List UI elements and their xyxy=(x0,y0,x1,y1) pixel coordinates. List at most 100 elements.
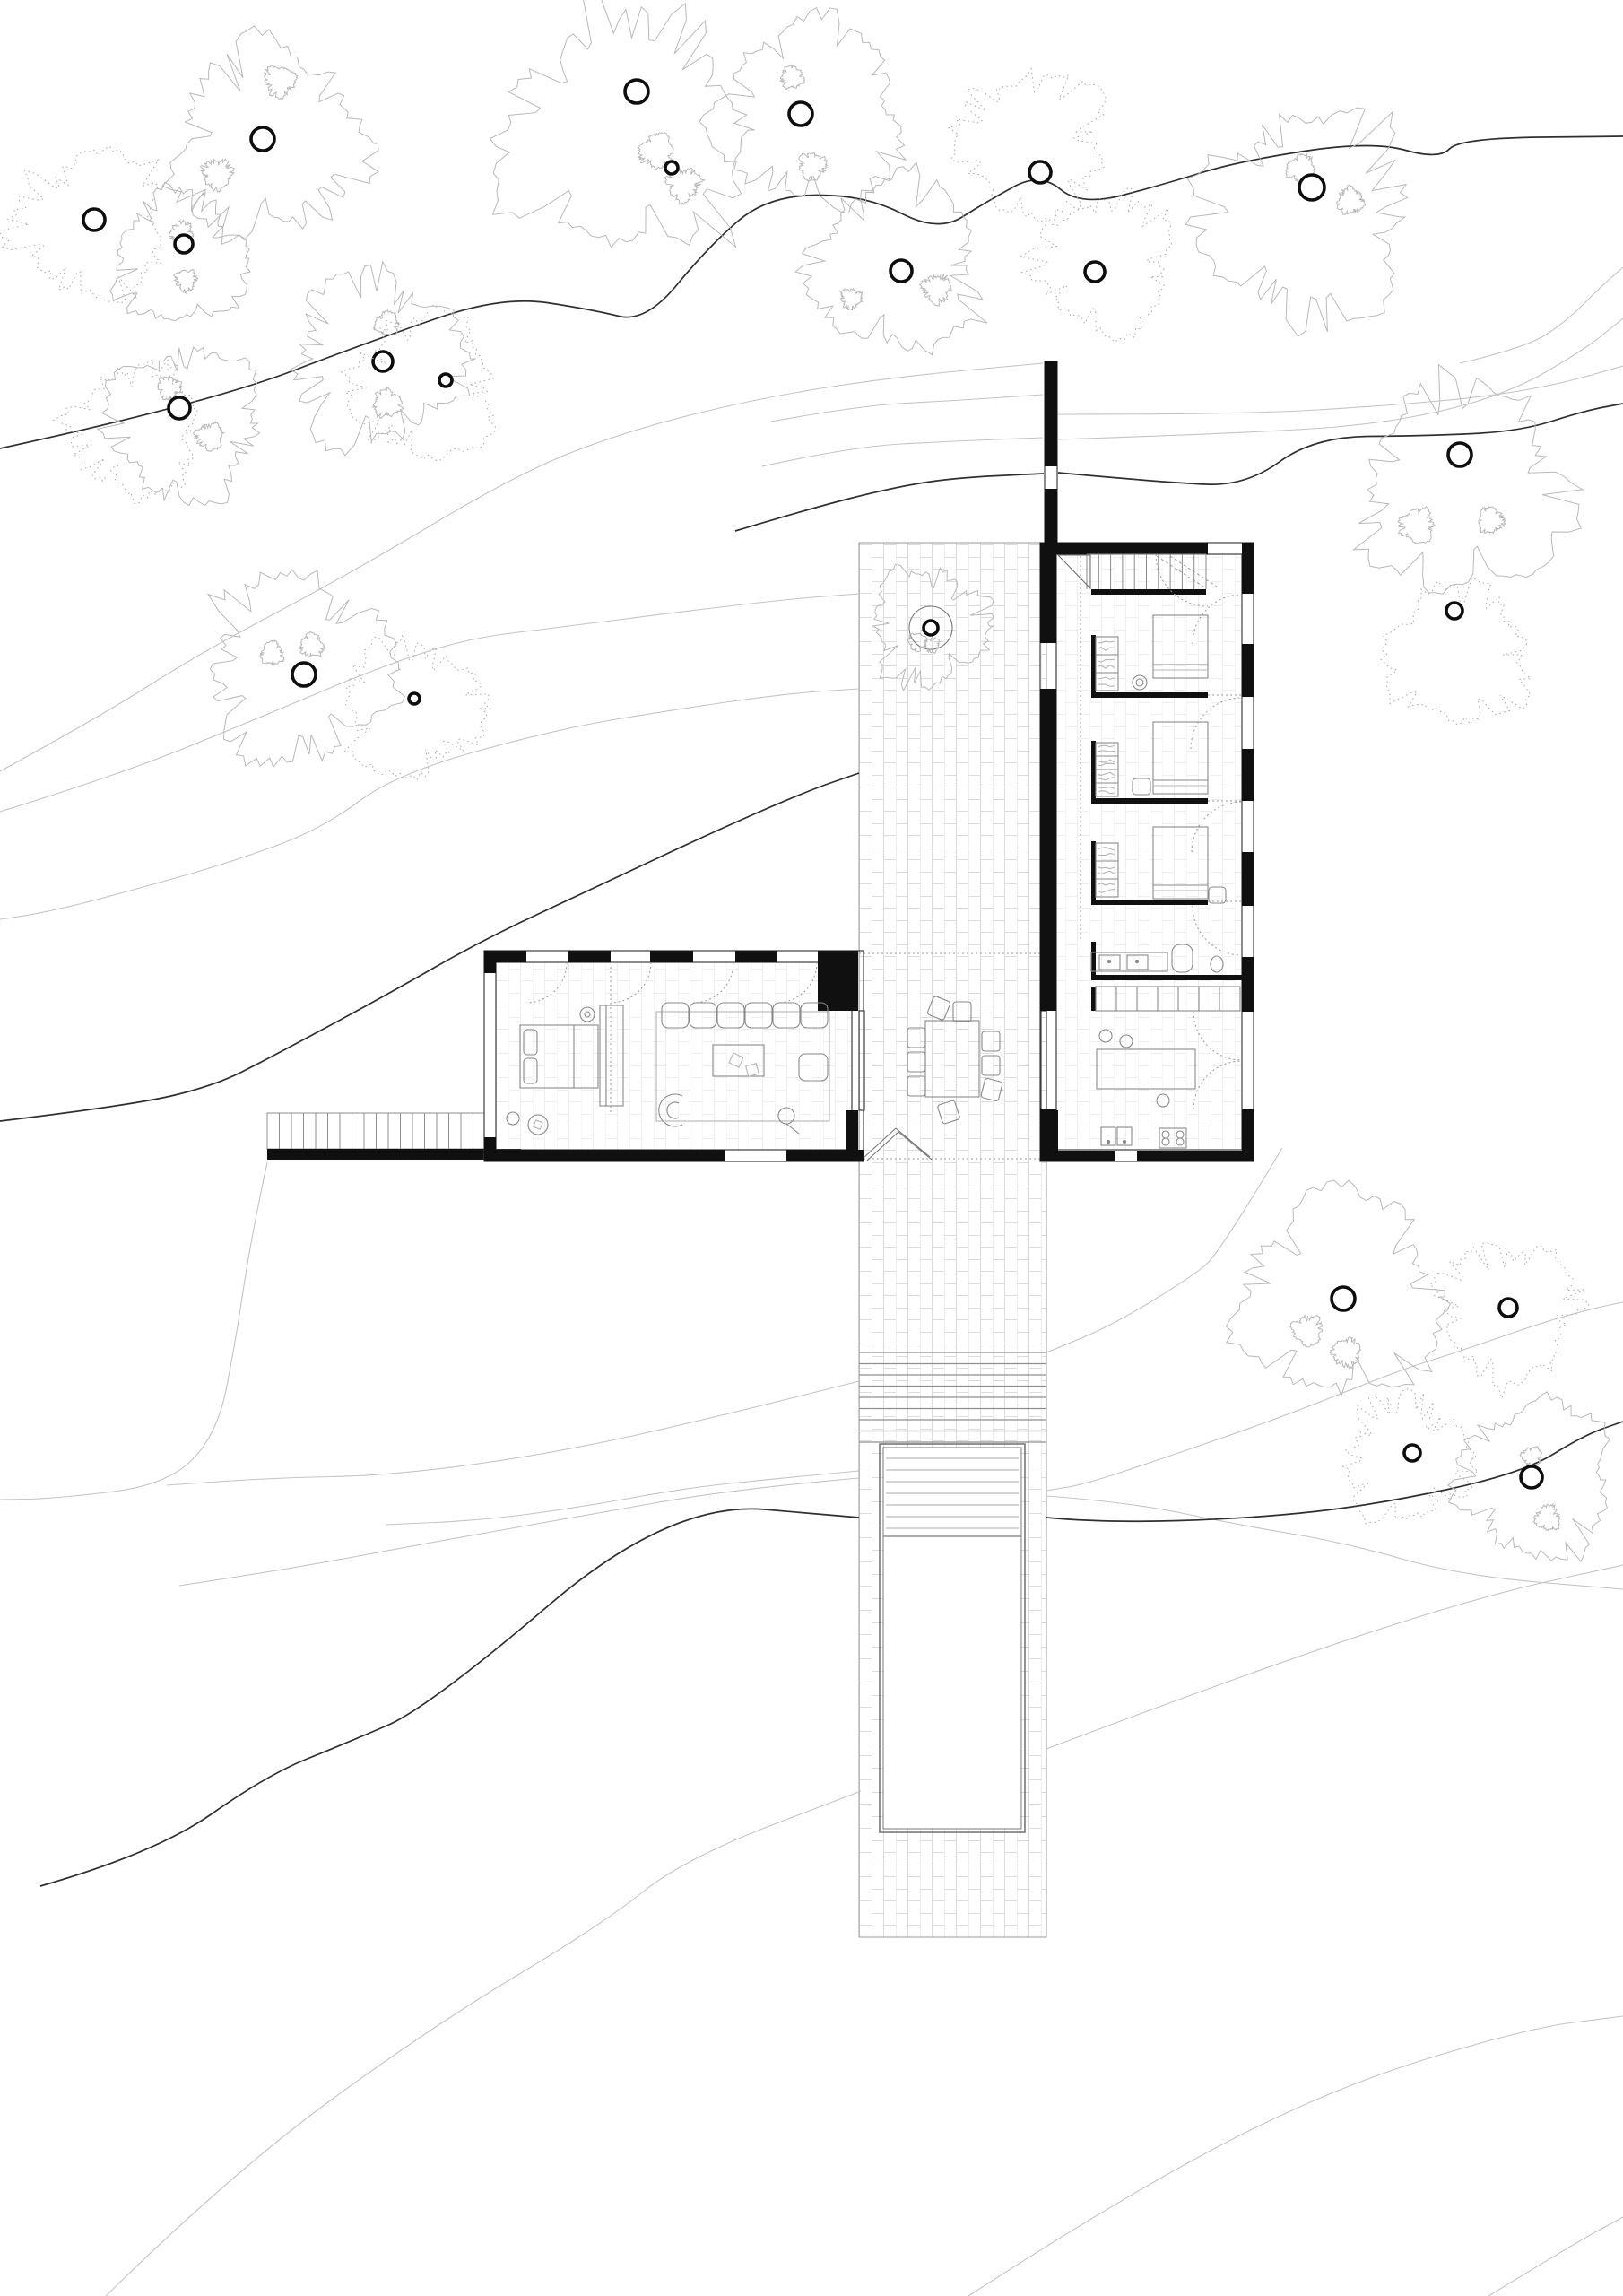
tree xyxy=(206,569,406,769)
dining-chair xyxy=(952,1001,972,1022)
tree-trunk xyxy=(1330,1285,1357,1312)
contour-line xyxy=(968,2015,1623,2296)
side-table xyxy=(527,1114,549,1135)
tree xyxy=(1351,363,1584,595)
lounge-chair xyxy=(658,1093,683,1127)
canopy-clump xyxy=(839,287,864,311)
bed xyxy=(1152,826,1209,900)
tree-trunk xyxy=(291,661,317,688)
wall-segment xyxy=(1242,852,1254,906)
wall-segment xyxy=(1058,1151,1115,1161)
tree-canopy xyxy=(52,358,199,505)
tree-canopy xyxy=(1185,107,1409,337)
wall-segment xyxy=(1242,644,1254,697)
pillow xyxy=(523,1057,538,1084)
site-line xyxy=(39,1508,860,1887)
tree-canopy xyxy=(161,25,380,246)
wardrobe-clothes-squiggle xyxy=(1097,777,1115,781)
tree-trunk xyxy=(787,100,814,127)
wardrobe-clothes-squiggle xyxy=(1097,744,1115,748)
wardrobe-clothes-squiggle xyxy=(1097,658,1115,663)
bath-sink xyxy=(1126,954,1149,970)
door-swing-arc xyxy=(1192,594,1243,645)
paving-layer xyxy=(266,542,1242,1938)
tree xyxy=(1225,1179,1452,1397)
tree xyxy=(343,632,492,781)
tree-trunk xyxy=(438,372,454,388)
tree-trunk xyxy=(249,126,276,152)
headboard-unit xyxy=(599,1004,624,1107)
sink-drain-dot xyxy=(1107,959,1112,964)
wardrobe-clothes-squiggle xyxy=(1097,683,1115,687)
canopy-clump xyxy=(258,639,285,666)
wall-segment xyxy=(1091,635,1096,697)
burner xyxy=(1161,1137,1170,1146)
contour-line xyxy=(105,1790,862,2296)
dining-chair xyxy=(980,1077,1003,1102)
door-swing-arc xyxy=(525,961,568,1004)
bedroom-stool-inner xyxy=(1135,678,1144,687)
tree-trunk xyxy=(664,160,680,176)
kitchen-island xyxy=(1096,1048,1196,1090)
wall-segment xyxy=(568,951,611,962)
pool-inner-edge xyxy=(882,1447,1022,1830)
tree-trunk xyxy=(1519,1465,1544,1490)
wall-segment xyxy=(1242,749,1254,801)
wall-segment xyxy=(1137,1151,1254,1161)
canopy-clump xyxy=(664,166,707,205)
canopy-clump xyxy=(779,64,806,91)
tree xyxy=(289,260,476,457)
wardrobe-clothes-squiggle xyxy=(1097,647,1115,651)
canopy-clump xyxy=(1397,506,1436,544)
tree-canopy xyxy=(109,181,252,322)
tree-canopy xyxy=(1341,1388,1480,1525)
wardrobe-clothes-squiggle xyxy=(1097,759,1115,763)
wall-glazing-line xyxy=(858,1010,865,1111)
wall-segment xyxy=(1045,361,1057,466)
tree-canopy xyxy=(340,303,497,462)
tree-trunk xyxy=(889,258,914,283)
kitchen-sink xyxy=(1100,1126,1116,1146)
lounge-chair-inner xyxy=(666,1101,680,1119)
tree xyxy=(1428,1241,1591,1400)
wardrobe-clothes-squiggle xyxy=(1097,676,1115,680)
door-swing-arc xyxy=(610,961,652,1004)
contour-line xyxy=(1046,1495,1623,1590)
contour-line xyxy=(178,1477,860,1587)
tree-canopy xyxy=(1428,1241,1591,1400)
bed xyxy=(519,1024,599,1089)
canopy-clump xyxy=(1519,1446,1542,1469)
staircase xyxy=(1056,553,1220,590)
furniture-layer xyxy=(506,605,1241,1161)
kitchen-sink xyxy=(1116,1126,1133,1146)
tree xyxy=(489,0,755,248)
site-line xyxy=(0,772,860,1122)
sofa-cushion xyxy=(800,1002,829,1029)
wall-segment xyxy=(1091,987,1096,1011)
tree xyxy=(664,160,680,176)
terrace-retaining-wall xyxy=(267,1149,521,1160)
site-line xyxy=(1046,1421,1623,1523)
tree-trunk xyxy=(371,350,395,373)
site-line xyxy=(1057,403,1623,485)
tree-canopy xyxy=(289,260,476,457)
tree-trunk xyxy=(167,396,192,421)
wardrobe-clothes-squiggle xyxy=(1097,664,1115,669)
wall-segment xyxy=(484,1137,496,1161)
contour-line xyxy=(1488,2216,1623,2296)
folding-screen xyxy=(866,1131,899,1161)
bath-sink xyxy=(1098,954,1121,970)
folding-screen xyxy=(898,1131,933,1161)
bed xyxy=(1152,721,1209,795)
canopy-clump xyxy=(192,421,226,452)
folding-screen xyxy=(895,1127,931,1158)
door-swing-arc xyxy=(1191,801,1243,853)
table-item xyxy=(728,1052,744,1068)
tree-trunk xyxy=(1083,260,1107,283)
wall-segment xyxy=(1242,543,1254,594)
door-swing-arc xyxy=(692,961,734,1004)
side-table-item xyxy=(533,1119,543,1130)
pool-outer-edge xyxy=(879,1443,1026,1833)
wall-segment xyxy=(1242,1109,1254,1161)
